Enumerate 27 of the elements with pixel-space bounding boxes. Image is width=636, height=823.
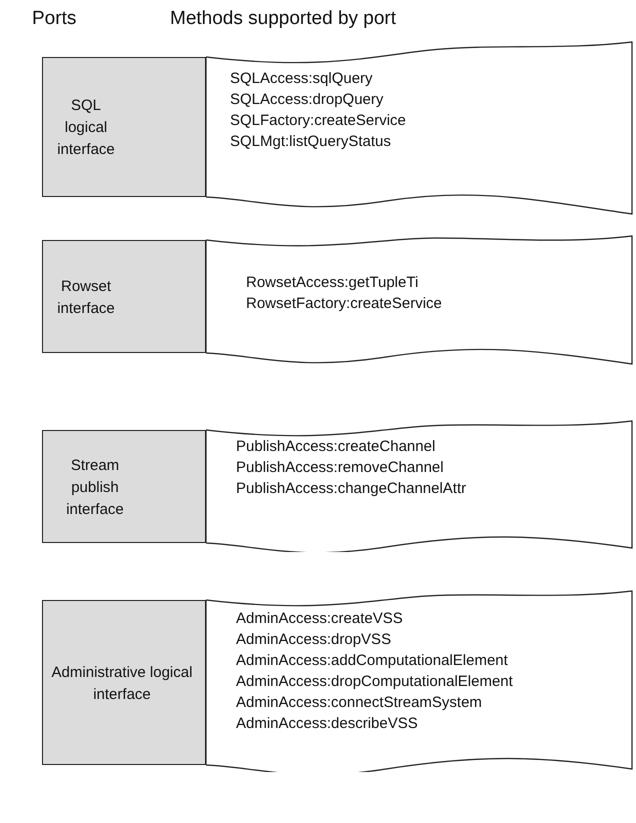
port-box: [42, 240, 206, 353]
port-box: [42, 600, 206, 765]
method-name: AdminAccess:dropVSS: [236, 630, 392, 650]
port-name: Stream publish interface: [65, 456, 125, 520]
method-name: RowsetFactory:createService: [246, 294, 442, 314]
column-heading: Ports: [32, 8, 76, 30]
method-name: AdminAccess:connectStreamSystem: [236, 693, 482, 713]
method-name: PublishAccess:removeChannel: [236, 458, 444, 478]
port-name: Rowset interface: [56, 276, 116, 318]
method-name: SQLMgt:listQueryStatus: [230, 132, 391, 152]
method-name: PublishAccess:changeChannelAttr: [236, 479, 466, 499]
port-box: [42, 57, 206, 197]
method-name: AdminAccess:addComputationalElement: [236, 651, 508, 671]
method-name: SQLAccess:sqlQuery: [230, 69, 373, 89]
column-heading: Methods supported by port: [170, 8, 396, 30]
port-name: Administrative logical interface: [50, 662, 194, 704]
method-name: AdminAccess:describeVSS: [236, 714, 418, 734]
method-name: PublishAccess:createChannel: [236, 437, 436, 457]
method-name: AdminAccess:dropComputationalElement: [236, 672, 513, 692]
port-box: [42, 430, 206, 543]
method-name: RowsetAccess:getTupleTi: [246, 273, 418, 293]
method-name: SQLAccess:dropQuery: [230, 90, 384, 110]
method-panel: [206, 418, 634, 552]
method-panel: [206, 588, 634, 772]
method-name: SQLFactory:createService: [230, 111, 406, 131]
method-name: AdminAccess:createVSS: [236, 609, 403, 629]
port-name: SQL logical interface: [56, 96, 116, 160]
